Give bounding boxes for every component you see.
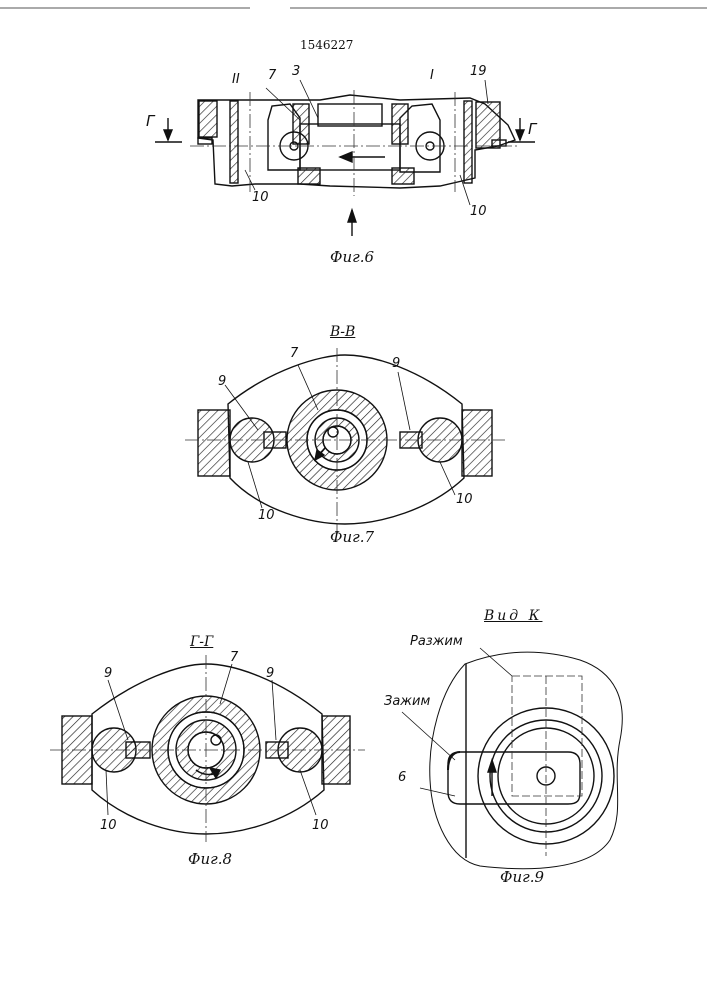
fig8-label-part10-left: 10 — [100, 818, 117, 833]
fig8-label-part10-right: 10 — [312, 818, 329, 833]
fig7-label-part10-left: 10 — [258, 508, 275, 523]
fig6-label-part19: 19 — [470, 64, 487, 79]
fig7-caption: Фиг.7 — [330, 528, 374, 546]
fig7-label-part10-right: 10 — [456, 492, 473, 507]
fig7-label-part9-left: 9 — [218, 374, 226, 389]
fig6-cut-label-right: Г — [528, 120, 536, 138]
fig8-label-part9-left: 9 — [104, 666, 112, 681]
patent-number: 1546227 — [300, 38, 353, 52]
fig8-section-title: Г-Г — [190, 634, 213, 650]
fig9-centerlines — [512, 676, 582, 856]
fig9-label-zazhim: Зажим — [384, 694, 430, 709]
fig6-label-part3: 3 — [292, 64, 300, 79]
fig7-label-part7: 7 — [290, 346, 298, 361]
fig6-label-part10-left: 10 — [252, 190, 269, 205]
fig6-drawing — [198, 95, 515, 188]
fig8-caption: Фиг.8 — [188, 850, 232, 868]
fig7-drawing — [198, 355, 492, 524]
fig6-cut-label-left: Г — [146, 112, 154, 130]
fig7-label-part9-right: 9 — [392, 356, 400, 371]
fig9-caption: Фиг.9 — [500, 868, 544, 886]
fig6-label-roman-left: II — [232, 72, 240, 87]
fig6-label-roman-right: I — [430, 68, 434, 83]
fig9-label-part6: 6 — [398, 770, 406, 785]
fig7-section-title: В-В — [330, 324, 355, 340]
fig6-caption: Фиг.6 — [330, 248, 374, 266]
fig6-label-part7: 7 — [268, 68, 276, 83]
fig9-label-razhim: Разжим — [410, 634, 463, 649]
fig8-label-part9-right: 9 — [266, 666, 274, 681]
fig8-label-part7: 7 — [230, 650, 238, 665]
fig6-label-part10-right: 10 — [470, 204, 487, 219]
fig9-view-title: Вид К — [484, 608, 542, 624]
